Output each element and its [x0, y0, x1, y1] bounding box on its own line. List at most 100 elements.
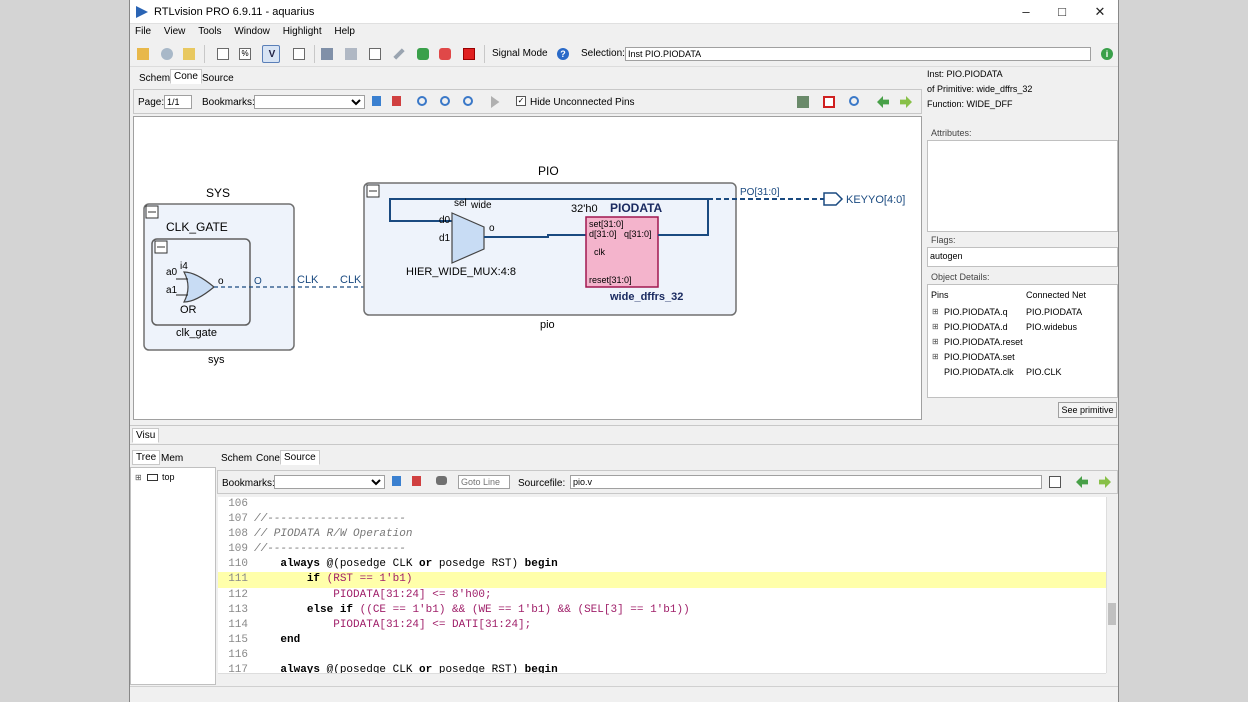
expand-icon[interactable]: ⊞ — [135, 473, 142, 482]
tab-bottom-cone[interactable]: Cone — [256, 453, 280, 464]
maximize-button[interactable]: □ — [1058, 4, 1066, 19]
table-row[interactable]: ⊞ PIO.PIODATA.reset — [932, 337, 1023, 347]
signal-mode-button[interactable]: Signal Mode — [492, 48, 548, 59]
code-line[interactable]: 111 if (RST == 1'b1) — [218, 572, 1106, 588]
table-row[interactable]: PIO.PIODATA.clk PIO.CLK — [928, 367, 1116, 381]
code-line[interactable]: 114 PIODATA[31:24] <= DATI[31:24]; — [218, 618, 1106, 633]
remove-bookmark-icon[interactable] — [389, 93, 407, 111]
network-red-icon[interactable] — [436, 45, 454, 63]
code-line[interactable]: 117 always @(posedge CLK or posedge RST)… — [218, 663, 1106, 673]
tab-mem[interactable]: Mem — [161, 453, 184, 464]
close-button[interactable]: ✕ — [1094, 4, 1106, 19]
source-back-arrow-icon[interactable] — [1073, 473, 1091, 491]
selection-field[interactable] — [625, 47, 1091, 61]
tab-source[interactable]: Source — [202, 73, 234, 84]
back-arrow-icon[interactable] — [874, 93, 892, 111]
minimize-button[interactable]: – — [1022, 4, 1030, 19]
print-button[interactable] — [318, 45, 336, 63]
app-window: RTLvision PRO 6.9.11 - aquarius – □ ✕ Fi… — [129, 0, 1119, 702]
source-forward-arrow-icon[interactable] — [1096, 473, 1114, 491]
find-icon[interactable] — [846, 93, 864, 111]
source-bookmarks-dropdown[interactable] — [274, 475, 385, 489]
add-bookmark-icon[interactable] — [369, 93, 387, 111]
info-icon[interactable]: i — [1098, 45, 1116, 63]
menu-highlight[interactable]: Highlight — [282, 26, 322, 37]
forward-arrow-icon[interactable] — [897, 93, 915, 111]
reg-q-bus[interactable] — [658, 199, 709, 236]
menu-view[interactable]: View — [163, 26, 186, 37]
code-line[interactable]: 112 PIODATA[31:24] <= 8'h00; — [218, 588, 1106, 603]
tab-bottom-schem[interactable]: Schem — [221, 453, 253, 464]
add-file-button[interactable] — [180, 45, 198, 63]
piodata-register[interactable] — [585, 216, 659, 288]
code-horizontal-scrollbar[interactable] — [218, 673, 1106, 685]
stop-button[interactable] — [460, 45, 478, 63]
code-line[interactable]: 108// PIODATA R/W Operation — [218, 527, 1106, 542]
tab-schem[interactable]: Schem — [139, 73, 171, 84]
code-line[interactable]: 107//--------------------- — [218, 512, 1106, 527]
see-primitive-button[interactable]: See primitive — [1058, 402, 1117, 418]
hide-unconnected-checkbox[interactable]: ✓ — [516, 96, 526, 106]
tab-visu[interactable]: Visu — [132, 428, 160, 443]
schematic-canvas[interactable]: SYS sys CLK_GATE clk_gate a0 a1 i4 o OR … — [133, 116, 922, 420]
zoom-in-icon[interactable] — [414, 93, 432, 111]
waveform-button[interactable] — [290, 45, 308, 63]
menu-help[interactable]: Help — [334, 26, 355, 37]
attributes-panel[interactable] — [927, 140, 1118, 232]
database-button[interactable] — [158, 45, 176, 63]
page-spinner[interactable] — [164, 95, 192, 109]
source-add-bookmark-icon[interactable] — [389, 473, 407, 491]
mux-to-reg-bus[interactable] — [484, 234, 586, 238]
code-line[interactable]: 116 — [218, 648, 1106, 663]
highlight-red-icon[interactable] — [820, 93, 838, 111]
tab-tree[interactable]: Tree — [132, 450, 161, 465]
menu-bar: File View Tools Window Highlight Help — [130, 24, 1118, 41]
tab-bottom-source[interactable]: Source — [280, 450, 320, 465]
sourcefile-select[interactable] — [570, 475, 1042, 489]
source-remove-bookmark-icon[interactable] — [409, 473, 427, 491]
tree-node-top[interactable]: top — [162, 472, 175, 482]
feedback-bus[interactable] — [389, 198, 708, 222]
fit-button[interactable] — [214, 45, 232, 63]
menu-tools[interactable]: Tools — [198, 26, 222, 37]
keyyo-output-port[interactable] — [823, 192, 844, 206]
open-folder-button[interactable] — [134, 45, 152, 63]
percent-button[interactable]: % — [236, 45, 254, 63]
code-line[interactable]: 110 always @(posedge CLK or posedge RST)… — [218, 557, 1106, 572]
help-icon[interactable]: ? — [554, 45, 572, 63]
net-name: PIO.PIODATA — [1026, 307, 1083, 317]
menu-window[interactable]: Window — [234, 26, 270, 37]
binoculars-icon[interactable] — [433, 473, 451, 491]
page-button[interactable] — [366, 45, 384, 63]
tab-cone[interactable]: Cone — [170, 69, 202, 84]
code-line[interactable]: 113 else if ((CE == 1'b1) && (WE == 1'b1… — [218, 603, 1106, 618]
code-line[interactable]: 109//--------------------- — [218, 542, 1106, 557]
step-forward-icon[interactable] — [488, 93, 506, 111]
hierarchy-tree[interactable]: ⊞ top — [130, 467, 216, 685]
scrollbar-thumb[interactable] — [1108, 603, 1116, 625]
menu-file[interactable]: File — [135, 26, 152, 37]
verilog-view-button[interactable]: V — [262, 45, 280, 63]
zoom-out-icon[interactable] — [437, 93, 455, 111]
table-row[interactable]: ⊞ PIO.PIODATA.d PIO.widebus — [932, 322, 1078, 332]
or-gate[interactable] — [183, 271, 215, 303]
flags-panel[interactable]: autogen — [927, 247, 1118, 267]
code-vertical-scrollbar[interactable] — [1106, 497, 1117, 673]
edit-file-icon[interactable] — [1046, 473, 1064, 491]
export-image-icon[interactable] — [794, 93, 812, 111]
wrench-icon[interactable] — [390, 45, 408, 63]
network-green-icon[interactable] — [414, 45, 432, 63]
table-row[interactable]: ⊞ PIO.PIODATA.set — [932, 352, 1015, 362]
attributes-label: Attributes: — [931, 128, 972, 138]
code-line[interactable]: 115 end — [218, 633, 1106, 648]
table-row[interactable]: ⊞ PIO.PIODATA.q PIO.PIODATA — [932, 307, 1083, 317]
screenshot-button[interactable] — [342, 45, 360, 63]
mux-pin-sel: sel — [454, 198, 467, 209]
goto-line-input[interactable] — [458, 475, 510, 489]
zoom-fit-icon[interactable] — [460, 93, 478, 111]
object-details-table[interactable]: Pins Connected Net ⊞ PIO.PIODATA.q PIO.P… — [927, 284, 1118, 398]
hier-wide-mux[interactable] — [451, 212, 485, 264]
bookmarks-dropdown[interactable] — [254, 95, 365, 109]
code-line[interactable]: 106 — [218, 497, 1106, 512]
